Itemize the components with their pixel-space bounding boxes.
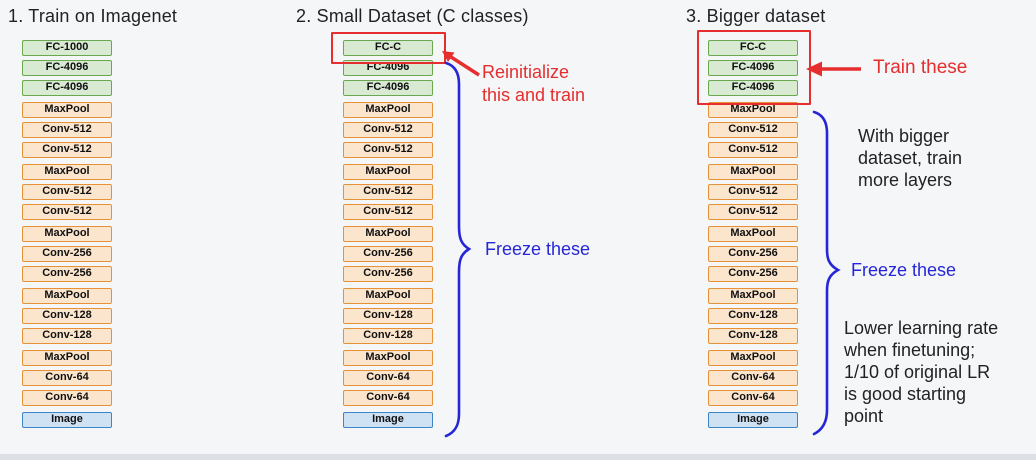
layer-box-maxpool: MaxPool — [22, 350, 112, 366]
layer-box-conv-64: Conv-64 — [343, 370, 433, 386]
train-these-arrow-icon — [806, 61, 861, 77]
lower-learning-rate-note: Lower learning rate when finetuning; 1/1… — [844, 318, 999, 426]
reinitialize-highlight-box — [331, 32, 446, 64]
layer-box-conv-512: Conv-512 — [22, 122, 112, 138]
layer-box-conv-128: Conv-128 — [708, 308, 798, 324]
layer-box-conv-256: Conv-256 — [22, 266, 112, 282]
layer-box-conv-256: Conv-256 — [22, 246, 112, 262]
layer-box-conv-512: Conv-512 — [22, 204, 112, 220]
layer-box-maxpool: MaxPool — [343, 226, 433, 242]
layer-box-maxpool: MaxPool — [343, 164, 433, 180]
layer-box-conv-128: Conv-128 — [343, 308, 433, 324]
layer-box-maxpool: MaxPool — [22, 164, 112, 180]
layer-box-conv-256: Conv-256 — [708, 246, 798, 262]
layer-box-maxpool: MaxPool — [708, 164, 798, 180]
train-these-highlight-box — [697, 30, 811, 105]
layer-box-conv-64: Conv-64 — [708, 390, 798, 406]
layer-box-maxpool: MaxPool — [708, 350, 798, 366]
layer-box-conv-256: Conv-256 — [343, 246, 433, 262]
freeze-these-annotation-col2: Freeze these — [485, 239, 591, 259]
layer-box-conv-512: Conv-512 — [343, 142, 433, 158]
layer-box-fc-1000: FC-1000 — [22, 40, 112, 56]
with-bigger-dataset-note: With bigger dataset, train more layers — [858, 126, 963, 190]
layer-box-fc-4096: FC-4096 — [708, 80, 798, 96]
freeze-brace-col3-icon — [812, 110, 841, 436]
layer-box-conv-512: Conv-512 — [343, 184, 433, 200]
layer-box-conv-512: Conv-512 — [22, 184, 112, 200]
layer-box-fc-4096: FC-4096 — [343, 80, 433, 96]
layer-box-image: Image — [343, 412, 433, 428]
layer-box-conv-256: Conv-256 — [708, 266, 798, 282]
layer-box-conv-512: Conv-512 — [343, 204, 433, 220]
column1-title: 1. Train on Imagenet — [8, 6, 178, 26]
layer-box-conv-64: Conv-64 — [343, 390, 433, 406]
column3-title: 3. Bigger dataset — [686, 6, 826, 26]
layer-box-image: Image — [22, 412, 112, 428]
layer-box-fc-4096: FC-4096 — [22, 80, 112, 96]
layer-box-maxpool: MaxPool — [708, 102, 798, 118]
train-these-annotation: Train these — [873, 57, 968, 78]
layer-box-fc-4096: FC-4096 — [343, 60, 433, 76]
layer-box-conv-128: Conv-128 — [22, 328, 112, 344]
layer-box-maxpool: MaxPool — [343, 102, 433, 118]
reinitialize-annotation: Reinitialize this and train — [482, 62, 586, 105]
layer-box-conv-128: Conv-128 — [708, 328, 798, 344]
layer-box-conv-64: Conv-64 — [22, 370, 112, 386]
layer-box-maxpool: MaxPool — [343, 350, 433, 366]
layer-group: Image — [708, 412, 798, 428]
layer-box-conv-256: Conv-256 — [343, 266, 433, 282]
layer-box-image: Image — [708, 412, 798, 428]
layer-box-fc-4096: FC-4096 — [708, 60, 798, 76]
layer-box-fc-c: FC-C — [343, 40, 433, 56]
layer-box-conv-512: Conv-512 — [343, 122, 433, 138]
layer-box-conv-128: Conv-128 — [343, 328, 433, 344]
layer-box-conv-64: Conv-64 — [708, 370, 798, 386]
layer-box-maxpool: MaxPool — [22, 102, 112, 118]
layer-group: Image — [343, 412, 433, 428]
layer-box-conv-512: Conv-512 — [708, 142, 798, 158]
layer-box-fc-4096: FC-4096 — [22, 60, 112, 76]
layer-box-conv-128: Conv-128 — [22, 308, 112, 324]
freeze-brace-col2-icon — [444, 61, 472, 438]
layer-box-conv-512: Conv-512 — [22, 142, 112, 158]
layer-box-conv-512: Conv-512 — [708, 184, 798, 200]
layer-box-maxpool: MaxPool — [708, 226, 798, 242]
reinitialize-arrow-icon — [442, 51, 480, 77]
bottom-edge-strip — [0, 454, 1036, 460]
layer-box-fc-c: FC-C — [708, 40, 798, 56]
freeze-these-annotation-col3: Freeze these — [851, 260, 957, 280]
layer-box-conv-64: Conv-64 — [22, 390, 112, 406]
layer-box-conv-512: Conv-512 — [708, 122, 798, 138]
layer-box-maxpool: MaxPool — [343, 288, 433, 304]
layer-box-maxpool: MaxPool — [708, 288, 798, 304]
layer-box-conv-512: Conv-512 — [708, 204, 798, 220]
column2-title: 2. Small Dataset (C classes) — [296, 6, 529, 26]
layer-box-maxpool: MaxPool — [22, 288, 112, 304]
layer-group: Image — [22, 412, 112, 428]
layer-box-maxpool: MaxPool — [22, 226, 112, 242]
